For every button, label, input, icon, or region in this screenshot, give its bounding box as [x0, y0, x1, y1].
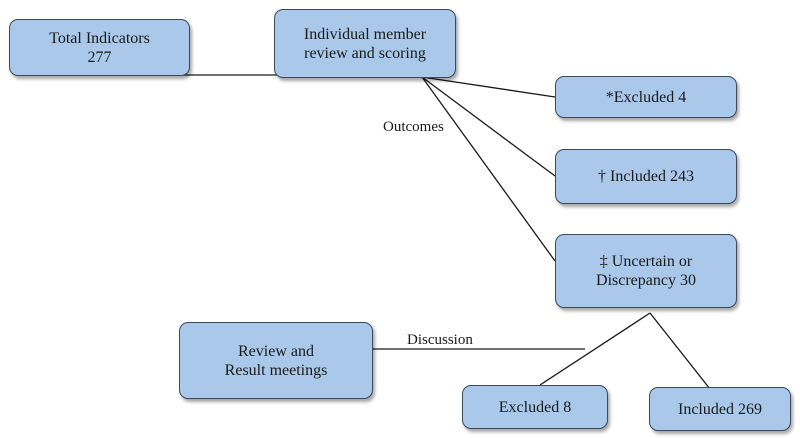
review-line2: Result meetings	[224, 361, 328, 379]
uncertain-line1: ‡ Uncertain or	[599, 253, 693, 270]
connector-individual-uncertain	[421, 76, 556, 262]
review-result-meetings-box: Review and Result meetings	[179, 322, 373, 399]
individual-review-line2: review and scoring	[304, 44, 426, 62]
excluded-8-label: Excluded 8	[498, 398, 572, 416]
included-269-box: Included 269	[649, 387, 791, 431]
individual-review-box: Individual member review and scoring	[274, 9, 456, 78]
connector-uncertain-excluded8	[539, 312, 651, 386]
connector-uncertain-included269	[649, 312, 711, 390]
connector-individual-included243	[421, 76, 556, 177]
individual-review-line1: Individual member	[303, 25, 427, 43]
outcomes-label: Outcomes	[383, 119, 444, 135]
total-indicators-box: Total Indicators 277	[9, 19, 190, 76]
discussion-label: Discussion	[407, 332, 473, 348]
connector-individual-excluded4	[421, 76, 556, 98]
uncertain-discrepancy-box: ‡ Uncertain or Discrepancy 30	[555, 234, 737, 308]
included-243-label: † Included 243	[598, 168, 694, 185]
total-indicators-label: Total Indicators	[49, 29, 150, 47]
excluded-8-box: Excluded 8	[462, 385, 608, 429]
review-line1: Review and	[238, 342, 314, 360]
uncertain-line2: Discrepancy 30	[596, 272, 696, 289]
total-indicators-count: 277	[87, 48, 112, 66]
excluded-4-label: *Excluded 4	[605, 88, 687, 106]
included-243-box: † Included 243	[555, 149, 737, 204]
excluded-4-box: *Excluded 4	[555, 76, 737, 118]
included-269-label: Included 269	[678, 400, 762, 418]
